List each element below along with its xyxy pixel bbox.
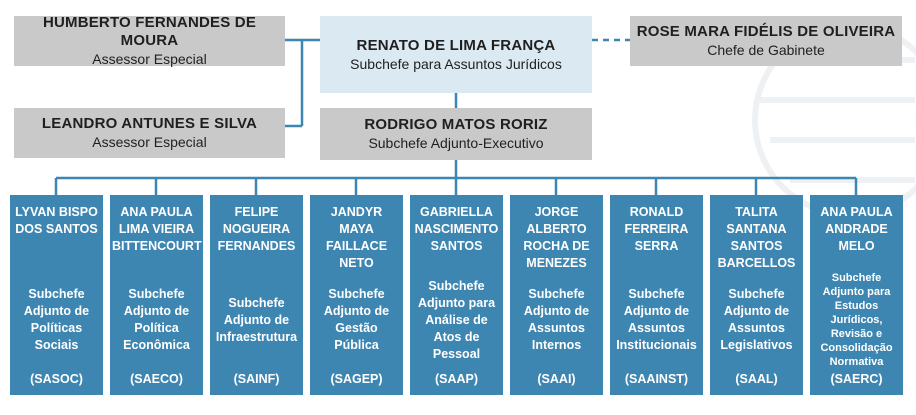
person-name: RENATO DE LIMA FRANÇA: [356, 36, 556, 54]
unit-acronym: (SAAINST): [624, 372, 689, 386]
person-role: Chefe de Gabinete: [707, 42, 825, 58]
unit-acronym: (SAAI): [537, 372, 576, 386]
unit-description: Subchefe Adjunto de Assuntos Internos: [523, 287, 590, 352]
unit-name: TALITA SANTANA SANTOS BARCELLOS: [717, 205, 796, 270]
unit-name: GABRIELLA NASCIMENTO SANTOS: [414, 205, 499, 253]
unit-box-saainst: RONALD FERREIRA SERRA Subchefe Adjunto d…: [610, 195, 703, 395]
unit-acronym: (SAINF): [233, 372, 280, 386]
unit-description: Subchefe Adjunto de Assuntos Legislativo…: [720, 287, 793, 352]
box-subchefe-adjunto-executivo: RODRIGO MATOS RORIZ Subchefe Adjunto-Exe…: [320, 108, 592, 160]
unit-name: RONALD FERREIRA SERRA: [624, 205, 689, 253]
unit-box-saai: JORGE ALBERTO ROCHA DE MENEZES Subchefe …: [510, 195, 603, 395]
unit-box-saal: TALITA SANTANA SANTOS BARCELLOS Subchefe…: [710, 195, 803, 395]
person-role: Subchefe Adjunto-Executivo: [368, 135, 544, 151]
unit-name: FELIPE NOGUEIRA FERNANDES: [217, 205, 296, 253]
unit-name: JORGE ALBERTO ROCHA DE MENEZES: [523, 205, 590, 270]
unit-box-saerc: ANA PAULA ANDRADE MELO Subchefe Adjunto …: [810, 195, 903, 395]
unit-description: Subchefe Adjunto de Políticas Sociais: [23, 287, 90, 352]
unit-acronym: (SAGEP): [330, 372, 383, 386]
unit-description: Subchefe Adjunto de Assuntos Institucion…: [616, 287, 697, 352]
unit-box-saeco: ANA PAULA LIMA VIEIRA BITTENCOURT Subche…: [110, 195, 203, 395]
person-name: RODRIGO MATOS RORIZ: [364, 116, 548, 133]
unit-description: Subchefe Adjunto de Política Econômica: [123, 287, 190, 352]
unit-acronym: (SAAL): [735, 372, 778, 386]
unit-box-sainf: FELIPE NOGUEIRA FERNANDES Subchefe Adjun…: [210, 195, 303, 395]
person-name: LEANDRO ANTUNES E SILVA: [41, 115, 258, 132]
unit-acronym: (SAECO): [130, 372, 183, 386]
unit-description: Subchefe Adjunto para Estudos Jurídicos,…: [820, 272, 893, 368]
unit-name: ANA PAULA LIMA VIEIRA BITTENCOURT: [112, 205, 202, 253]
person-role: Assessor Especial: [92, 134, 207, 150]
person-role: Assessor Especial: [92, 51, 207, 67]
unit-box-sagep: JANDYR MAYA FAILLACE NETO Subchefe Adjun…: [310, 195, 403, 395]
unit-acronym: (SAAP): [434, 372, 479, 386]
unit-name: LYVAN BISPO DOS SANTOS: [15, 205, 98, 236]
person-role: Subchefe para Assuntos Jurídicos: [350, 55, 562, 72]
box-assessor-especial-2: LEANDRO ANTUNES E SILVA Assessor Especia…: [14, 108, 285, 158]
unit-description: Subchefe Adjunto de Infraestrutura: [215, 295, 298, 344]
unit-name: JANDYR MAYA FAILLACE NETO: [325, 205, 388, 270]
unit-acronym: (SASOC): [30, 372, 83, 386]
unit-description: Subchefe Adjunto de Gestão Pública: [323, 287, 390, 352]
unit-description: Subchefe Adjunto para Análise de Atos de…: [417, 278, 496, 361]
unit-box-saap: GABRIELLA NASCIMENTO SANTOS Subchefe Adj…: [410, 195, 503, 395]
unit-name: ANA PAULA ANDRADE MELO: [820, 205, 893, 253]
unit-box-sasoc: LYVAN BISPO DOS SANTOS Subchefe Adjunto …: [10, 195, 103, 395]
box-assessor-especial-1: HUMBERTO FERNANDES DE MOURA Assessor Esp…: [14, 14, 285, 67]
box-subchefe-assuntos-juridicos: RENATO DE LIMA FRANÇA Subchefe para Assu…: [320, 16, 592, 93]
person-name: ROSE MARA FIDÉLIS DE OLIVEIRA: [636, 23, 896, 40]
person-name: HUMBERTO FERNANDES DE MOURA: [42, 14, 257, 49]
box-chefe-de-gabinete: ROSE MARA FIDÉLIS DE OLIVEIRA Chefe de G…: [630, 16, 902, 66]
unit-acronym: (SAERC): [830, 372, 883, 386]
